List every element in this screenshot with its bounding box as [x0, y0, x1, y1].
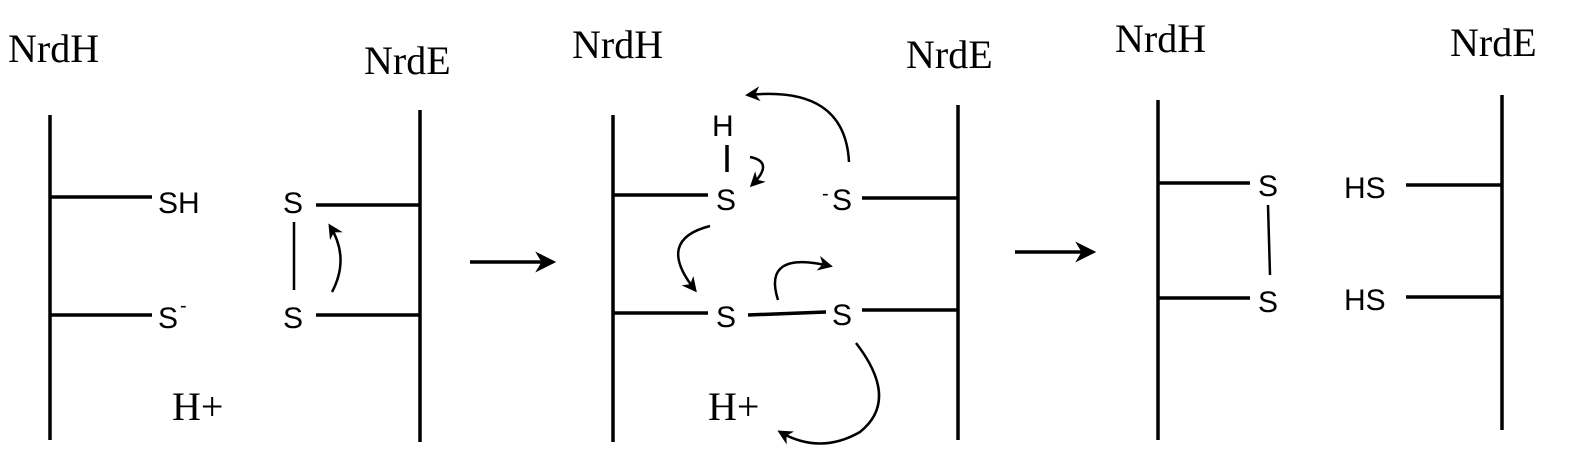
- nrdh-label: NrdH: [1115, 16, 1206, 61]
- sulfur-atom: S: [283, 187, 303, 220]
- thiolate-atom: S: [832, 184, 852, 217]
- nrde-label: NrdE: [364, 38, 451, 83]
- panel-2-transition: NrdH NrdE H S - S S S H+: [572, 22, 993, 445]
- sulfur-atom: S: [1258, 286, 1278, 319]
- nrde-label: NrdE: [1450, 20, 1537, 65]
- sulfur-atom: S: [283, 302, 303, 335]
- thiol-atom: SH: [158, 187, 200, 220]
- curved-arrow-icon: [745, 86, 851, 163]
- sulfur-atom: S: [716, 301, 736, 334]
- panel-1-reduced-nrdh: NrdH NrdE SH S - H+ S S: [8, 26, 451, 442]
- nrde-label: NrdE: [906, 32, 993, 77]
- curved-arrow-icon: [749, 155, 766, 188]
- curved-arrow-icon: [777, 342, 881, 445]
- disulfide-bond: [747, 310, 827, 317]
- curved-arrow-icon: [328, 223, 343, 293]
- thiolate-atom: S: [158, 302, 178, 335]
- curved-arrow-icon: [677, 224, 711, 293]
- negative-charge: -: [180, 295, 187, 317]
- panel-3-oxidized-nrdh: NrdH NrdE S S HS HS: [1115, 16, 1537, 440]
- sulfur-atom: S: [1258, 170, 1278, 203]
- disulfide-bond: [1266, 204, 1272, 276]
- nrdh-label: NrdH: [572, 22, 663, 67]
- thiol-atom: HS: [1344, 284, 1386, 317]
- hydrogen-atom: H: [712, 110, 734, 143]
- thiol-atom: HS: [1344, 172, 1386, 205]
- proton-label: H+: [172, 384, 223, 429]
- sulfur-atom: S: [716, 184, 736, 217]
- proton-label: H+: [708, 384, 759, 429]
- negative-charge: -: [822, 183, 829, 205]
- nrdh-label: NrdH: [8, 26, 99, 71]
- sulfur-atom: S: [832, 299, 852, 332]
- curved-arrow-icon: [773, 255, 833, 301]
